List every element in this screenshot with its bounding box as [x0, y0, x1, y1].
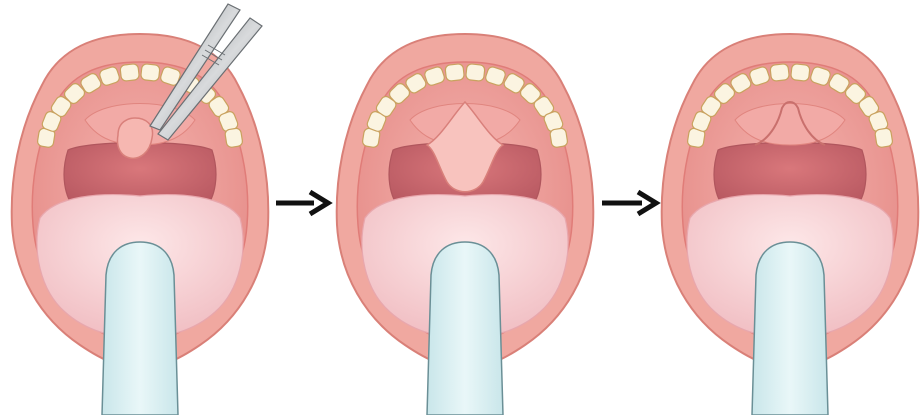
tooth: [770, 64, 790, 82]
tooth: [445, 64, 465, 82]
right-arrow-icon: [276, 192, 328, 214]
tooth: [791, 64, 811, 82]
mouth-panel-step-2: [337, 34, 594, 415]
mouth-panel-step-3: [662, 34, 919, 415]
tooth: [874, 128, 893, 148]
tooth: [549, 128, 568, 148]
tooth: [141, 64, 161, 82]
tongue-depressor: [752, 242, 828, 415]
mouth-panel-step-1: [12, 4, 269, 415]
tongue-depressor: [427, 242, 503, 415]
tongue-depressor: [102, 242, 178, 415]
tooth: [466, 64, 486, 82]
right-arrow-icon: [602, 192, 656, 214]
tooth: [224, 128, 243, 148]
tooth: [120, 64, 140, 82]
